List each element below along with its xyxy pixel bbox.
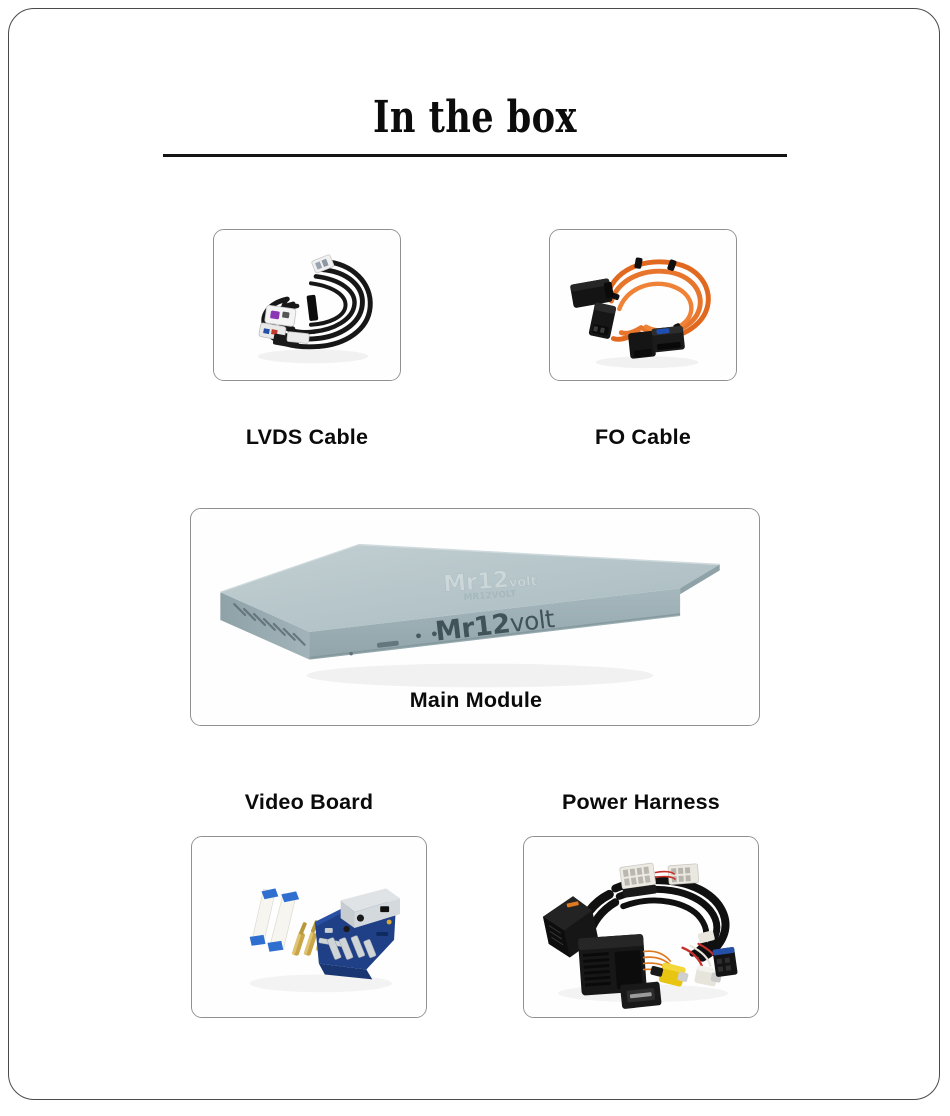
power-harness-photo: [524, 837, 758, 1017]
lvds-cable-photo: [214, 230, 400, 380]
product-card-main-module[interactable]: Mr12volt Mr12volt MR12VOLT: [190, 508, 760, 726]
product-label-power-harness: Power Harness: [562, 790, 720, 814]
product-card-fo-cable[interactable]: [549, 229, 737, 381]
title-divider-rule: [163, 154, 787, 157]
svg-text:MR12VOLT: MR12VOLT: [463, 589, 517, 603]
product-card-power-harness[interactable]: [523, 836, 759, 1018]
main-module-photo: Mr12volt Mr12volt MR12VOLT: [191, 509, 759, 725]
product-label-lvds-cable: LVDS Cable: [245, 425, 369, 449]
product-card-video-board[interactable]: [191, 836, 427, 1018]
product-label-fo-cable: FO Cable: [595, 425, 691, 449]
product-label-main-module: Main Module: [409, 688, 543, 712]
product-card-lvds-cable[interactable]: [213, 229, 401, 381]
product-label-video-board: Video Board: [244, 790, 374, 814]
video-board-photo: [192, 837, 426, 1017]
fo-cable-photo: [550, 230, 736, 380]
page-title: In the box: [373, 92, 577, 143]
